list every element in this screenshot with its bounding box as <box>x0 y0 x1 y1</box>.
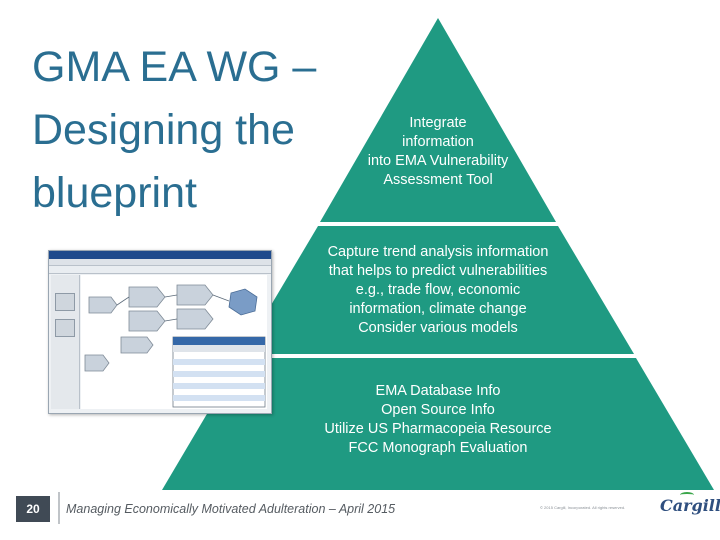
screenshot-shape-button <box>55 319 75 337</box>
pyramid-bottom-line: FCC Monograph Evaluation <box>298 439 578 458</box>
screenshot-sidebar <box>51 275 80 409</box>
cargill-logo: Cargill <box>660 496 720 515</box>
footer-text: Managing Economically Motivated Adultera… <box>66 502 395 516</box>
screenshot-menubar <box>49 259 271 266</box>
pyramid-bottom-line: Open Source Info <box>298 401 578 420</box>
screenshot-flow-diagram <box>81 275 267 409</box>
pyramid-top-line: information <box>340 133 536 152</box>
pyramid-bottom-line: Utilize US Pharmacopeia Resource <box>298 420 578 439</box>
pyramid-top-text: Integrate information into EMA Vulnerabi… <box>340 114 536 190</box>
pyramid-bottom-text: EMA Database Info Open Source Info Utili… <box>298 382 578 458</box>
pyramid-middle-line: e.g., trade flow, economic <box>300 281 576 300</box>
copyright-text: © 2015 Cargill, Incorporated. All rights… <box>540 505 625 510</box>
screenshot-shape-button <box>55 293 75 311</box>
pyramid-middle-line: Consider various models <box>300 319 576 338</box>
pyramid-middle-text: Capture trend analysis information that … <box>300 243 576 338</box>
pyramid-top-line: Assessment Tool <box>340 171 536 190</box>
pyramid-middle-line: information, climate change <box>300 300 576 319</box>
pyramid-top-line: into EMA Vulnerability <box>340 152 536 171</box>
screenshot-toolbar <box>49 266 271 274</box>
screenshot-titlebar <box>49 251 271 259</box>
software-screenshot-image <box>48 250 272 414</box>
pyramid-bottom-line: EMA Database Info <box>298 382 578 401</box>
slide-number: 20 <box>16 496 50 522</box>
pyramid-top-line: Integrate <box>340 114 536 133</box>
screenshot-canvas <box>81 275 267 409</box>
pyramid-middle-line: that helps to predict vulnerabilities <box>300 262 576 281</box>
footer-divider <box>58 492 60 524</box>
pyramid-middle-line: Capture trend analysis information <box>300 243 576 262</box>
